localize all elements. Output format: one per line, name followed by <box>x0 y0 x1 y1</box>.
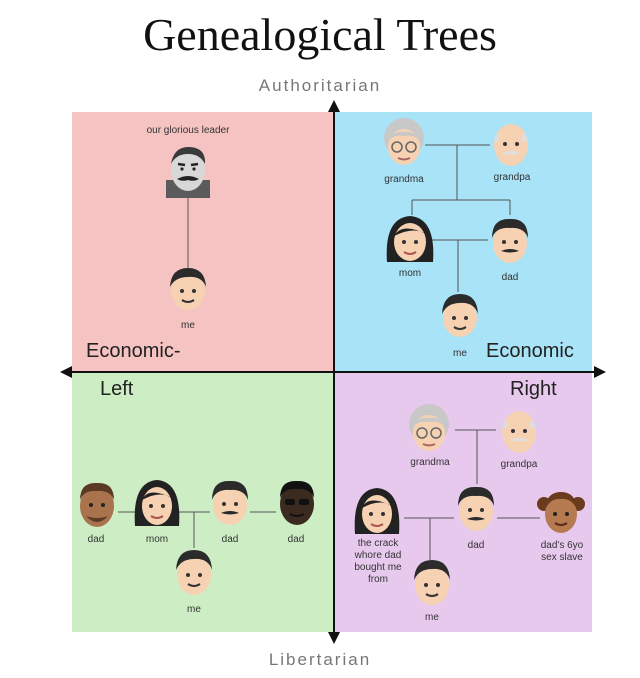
label-grandma: grandma <box>384 174 424 185</box>
grandpa-face-icon <box>502 411 536 453</box>
arrow-up-icon <box>328 100 340 112</box>
label-dad: dad <box>501 272 519 283</box>
arrow-down-icon <box>328 632 340 644</box>
arrow-right-icon <box>594 366 606 378</box>
grandma-face-icon <box>384 118 424 165</box>
mom-face-icon <box>134 480 180 526</box>
axis-label-authoritarian: Authoritarian <box>258 76 382 95</box>
economic-right-label-2: Right <box>510 378 557 400</box>
grandma-face-icon <box>409 404 449 451</box>
me-face-icon <box>414 560 450 605</box>
economic-left-label-2: Left <box>100 378 134 400</box>
label-mom: mom <box>398 268 422 279</box>
label-mom: mom <box>145 534 169 545</box>
mom-face-icon <box>354 488 400 534</box>
economic-right-label-1: Economic <box>486 340 574 362</box>
grandpa-face-icon <box>494 124 528 166</box>
label-dads-6yo: dad's 6yo sex slave <box>540 540 584 563</box>
axis-label-libertarian: Libertarian <box>268 650 372 669</box>
label-crack-whore: the crack whore dad bought me from <box>354 538 402 585</box>
dad-face-icon <box>212 480 248 525</box>
me-face-icon <box>170 268 206 310</box>
label-me: me <box>181 320 195 331</box>
label-grandma: grandma <box>410 457 450 468</box>
dad-face-icon <box>80 482 114 527</box>
me-face-icon <box>442 294 478 337</box>
girl-face-icon <box>537 492 585 533</box>
label-dad: dad <box>221 534 239 545</box>
label-dad: dad <box>87 534 105 545</box>
dad-face-icon <box>492 218 528 263</box>
label-grandpa: grandpa <box>500 459 538 470</box>
label-our-glorious-leader: our glorious leader <box>146 125 230 136</box>
me-face-icon <box>176 550 212 595</box>
label-grandpa: grandpa <box>493 172 531 183</box>
page-title: Genealogical Trees <box>143 9 497 60</box>
economic-left-label-1: Economic- <box>86 340 181 362</box>
dad-face-icon <box>280 480 314 525</box>
label-dad: dad <box>467 540 485 551</box>
mom-face-icon <box>386 216 434 262</box>
label-me: me <box>425 612 439 623</box>
arrow-left-icon <box>60 366 72 378</box>
label-me: me <box>187 604 201 615</box>
leader-portrait-icon <box>166 146 210 198</box>
label-dad: dad <box>287 534 305 545</box>
dad-face-icon <box>458 486 494 531</box>
label-me: me <box>453 348 467 359</box>
